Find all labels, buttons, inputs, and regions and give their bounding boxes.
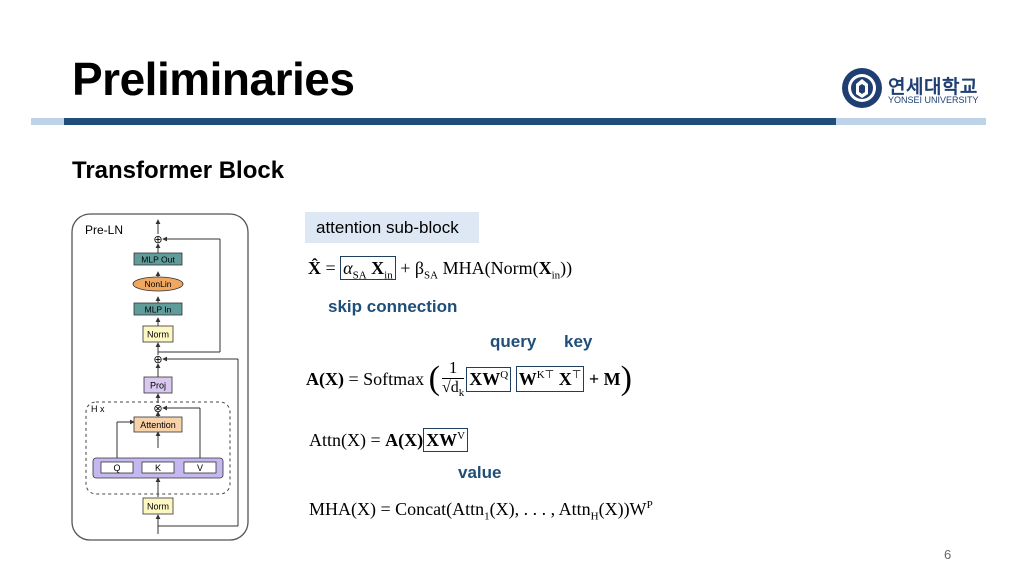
eq2-softmax: = Softmax	[344, 368, 429, 389]
norm-top-block	[142, 325, 174, 343]
title-underline-dark	[64, 118, 836, 125]
eq2-xw: XW	[469, 368, 501, 389]
eq1-xin2-sub: in	[551, 269, 561, 282]
logo-korean-text: 연세대학교	[888, 76, 978, 98]
university-logo: 연세대학교 YONSEI UNIVERSITY	[841, 67, 991, 111]
skip-connection-box: αSA Xin	[340, 256, 396, 282]
eq2-close-paren: )	[620, 360, 632, 397]
multi-head-repeat-box	[85, 401, 231, 495]
eq1-equals: =	[321, 258, 341, 278]
eq2-xt: X	[558, 369, 572, 389]
skip-connection-note: skip connection	[328, 297, 458, 316]
residual-equation: X̂ = αSA Xin + βSA MHA(Norm(Xin))	[308, 256, 573, 282]
q-label: Q	[113, 463, 120, 473]
eq4-sub-1: 1	[484, 510, 490, 523]
eq1-xin2: X	[538, 258, 552, 278]
eq2-xw-sup: Q	[500, 368, 509, 381]
eq2-frac-den-root: √d	[441, 379, 459, 397]
eq3-xw-sup: V	[457, 430, 466, 442]
pre-ln-diagram: Pre-LN H x MLP Out NonLin MLP In Norm Pr…	[71, 213, 249, 541]
eq1-mha: MHA(Norm(	[438, 258, 539, 278]
v-block	[183, 461, 217, 474]
mlp-out-label: MLP Out	[141, 255, 175, 265]
attention-label: Attention	[140, 420, 176, 430]
attention-block	[133, 416, 183, 433]
key-box: WK⊤ X⊤	[515, 366, 585, 392]
eq4-lhs: MHA(X) = Concat(Attn	[309, 499, 485, 519]
mlp-out-block	[133, 252, 183, 266]
eq1-xin: X	[371, 258, 385, 278]
eq2-plus-m: + M	[584, 368, 621, 389]
k-label: K	[155, 463, 161, 473]
query-note: query	[490, 332, 537, 351]
mult-op: ⊗	[153, 403, 162, 415]
eq4-end: (X))W	[598, 499, 647, 519]
proj-block	[143, 376, 173, 394]
eq1-lhs: X̂	[308, 258, 321, 278]
norm-top-label: Norm	[147, 330, 169, 340]
yonsei-emblem-icon	[842, 68, 882, 108]
proj-label: Proj	[150, 381, 166, 391]
eq3-ax: A(X)	[385, 430, 424, 450]
value-note: value	[458, 463, 502, 482]
page-number: 6	[944, 547, 952, 562]
eq2-wk: W	[518, 369, 537, 389]
eq4-sup-p: P	[646, 499, 653, 511]
value-box: XWV	[423, 428, 469, 452]
v-label: V	[197, 463, 203, 473]
slide-title: Preliminaries	[72, 53, 355, 105]
eq1-close: ))	[560, 258, 573, 278]
key-note: key	[564, 332, 593, 351]
attention-output-equation: Attn(X) = A(X)XWV	[309, 428, 469, 452]
eq2-fraction: 1√dk	[441, 358, 465, 400]
logo-english-text: YONSEI UNIVERSITY	[888, 95, 979, 105]
eq1-xin-sub: in	[384, 269, 393, 282]
eq3-lhs: Attn(X) =	[309, 430, 386, 450]
repeat-label: H x	[91, 404, 105, 414]
norm-bottom-label: Norm	[147, 502, 169, 512]
eq1-beta-sub: SA	[424, 269, 439, 282]
nonlin-block	[132, 276, 184, 292]
add-op-mid: ⊕	[153, 354, 162, 366]
mlp-in-label: MLP In	[145, 305, 172, 315]
norm-bottom-block	[142, 497, 174, 515]
eq2-lhs-a: A	[306, 368, 319, 389]
mlp-in-block	[133, 302, 183, 316]
eq2-frac-den-sub: k	[458, 387, 465, 400]
eq4-sub-h: H	[590, 510, 599, 523]
eq3-xw: XW	[426, 430, 458, 450]
eq2-wk-sup: K⊤	[536, 369, 555, 381]
nonlin-label: NonLin	[145, 279, 172, 289]
eq2-open-paren: (	[428, 360, 440, 397]
eq4-mid: (X), . . . , Attn	[489, 499, 591, 519]
multi-head-equation: MHA(X) = Concat(Attn1(X), . . . , AttnH(…	[309, 499, 653, 523]
attention-sub-block-tag: attention sub-block	[305, 212, 479, 243]
eq2-lhs-x: (X)	[319, 368, 344, 389]
eq2-frac-den: √dk	[442, 379, 464, 399]
eq2-frac-num: 1	[441, 358, 465, 380]
section-subtitle: Transformer Block	[72, 157, 285, 184]
pre-ln-label: Pre-LN	[85, 223, 123, 237]
k-block	[141, 461, 175, 474]
eq2-xt-sup: ⊤	[571, 369, 582, 381]
q-block	[100, 461, 134, 474]
eq1-alpha-sub: SA	[352, 269, 367, 282]
eq1-alpha: α	[343, 258, 353, 278]
eq1-plus-beta: + β	[395, 258, 425, 278]
add-op-top: ⊕	[153, 234, 162, 246]
query-box: XWQ	[466, 366, 512, 392]
